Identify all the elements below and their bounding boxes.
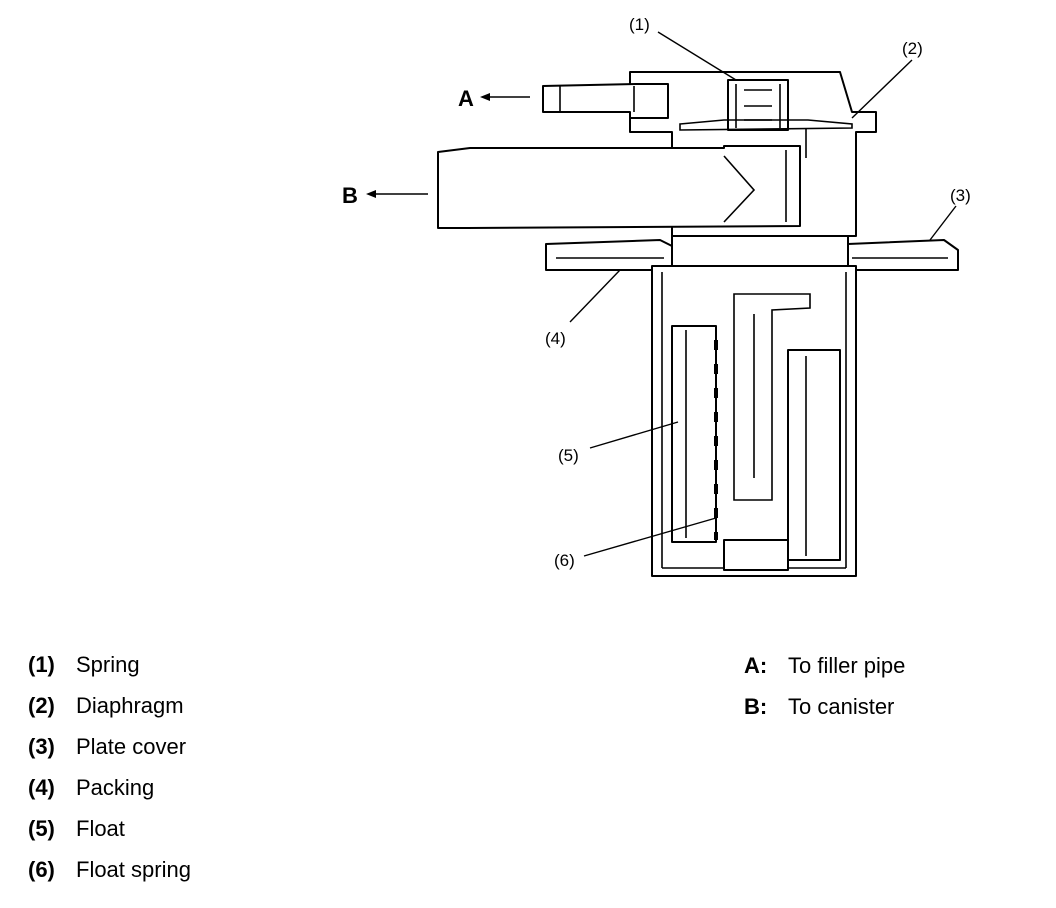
plate-cover-right <box>847 239 959 271</box>
legend-item-float: (5) Float <box>28 816 125 842</box>
diaphragm <box>679 119 853 131</box>
valve-diagram: (1) (2) (3) (4) (5) (6) A B <box>342 15 971 577</box>
callout-4: (4) <box>545 329 566 348</box>
legend-item-spring: (1) Spring <box>28 652 140 678</box>
float-right <box>787 349 841 561</box>
legend-item-to-filler-pipe: A: To filler pipe <box>744 653 905 679</box>
legend-label: Diaphragm <box>76 693 184 718</box>
callout-6: (6) <box>554 551 575 570</box>
legend-label: Spring <box>76 652 140 677</box>
spring-chamber <box>727 79 789 131</box>
legend-label: Packing <box>76 775 155 800</box>
legend-number: (2) <box>28 693 55 718</box>
legend-item-packing: (4) Packing <box>28 775 154 801</box>
legend-label: Float <box>76 816 125 841</box>
legend-label: Plate cover <box>76 734 187 759</box>
flow-marker-a: A <box>458 86 474 111</box>
legend-label: Float spring <box>76 857 191 882</box>
legend-number: (3) <box>28 734 55 759</box>
callout-5: (5) <box>558 446 579 465</box>
inner-tube <box>733 293 811 501</box>
legend-item-float-spring: (6) Float spring <box>28 857 191 883</box>
legend-number: (6) <box>28 857 55 882</box>
legend-key: A: <box>744 653 768 678</box>
legend-item-diaphragm: (2) Diaphragm <box>28 693 184 719</box>
legend-label: To canister <box>788 694 895 719</box>
callout-1: (1) <box>629 15 650 34</box>
bottom-boss <box>723 539 789 571</box>
legend-item-to-canister: B: To canister <box>744 694 894 720</box>
flow-marker-b: B <box>342 183 358 208</box>
callout-2: (2) <box>902 39 923 58</box>
pipe-a <box>542 83 669 119</box>
legend-item-plate-cover: (3) Plate cover <box>28 734 186 760</box>
legend-number: (5) <box>28 816 55 841</box>
legend-label: To filler pipe <box>788 653 906 678</box>
legend-number: (4) <box>28 775 55 800</box>
callout-3: (3) <box>950 186 971 205</box>
float-left <box>671 325 717 543</box>
pipe-b <box>437 145 801 229</box>
legend-number: (1) <box>28 652 55 677</box>
legend-key: B: <box>744 694 768 719</box>
housing-neck <box>671 235 849 267</box>
